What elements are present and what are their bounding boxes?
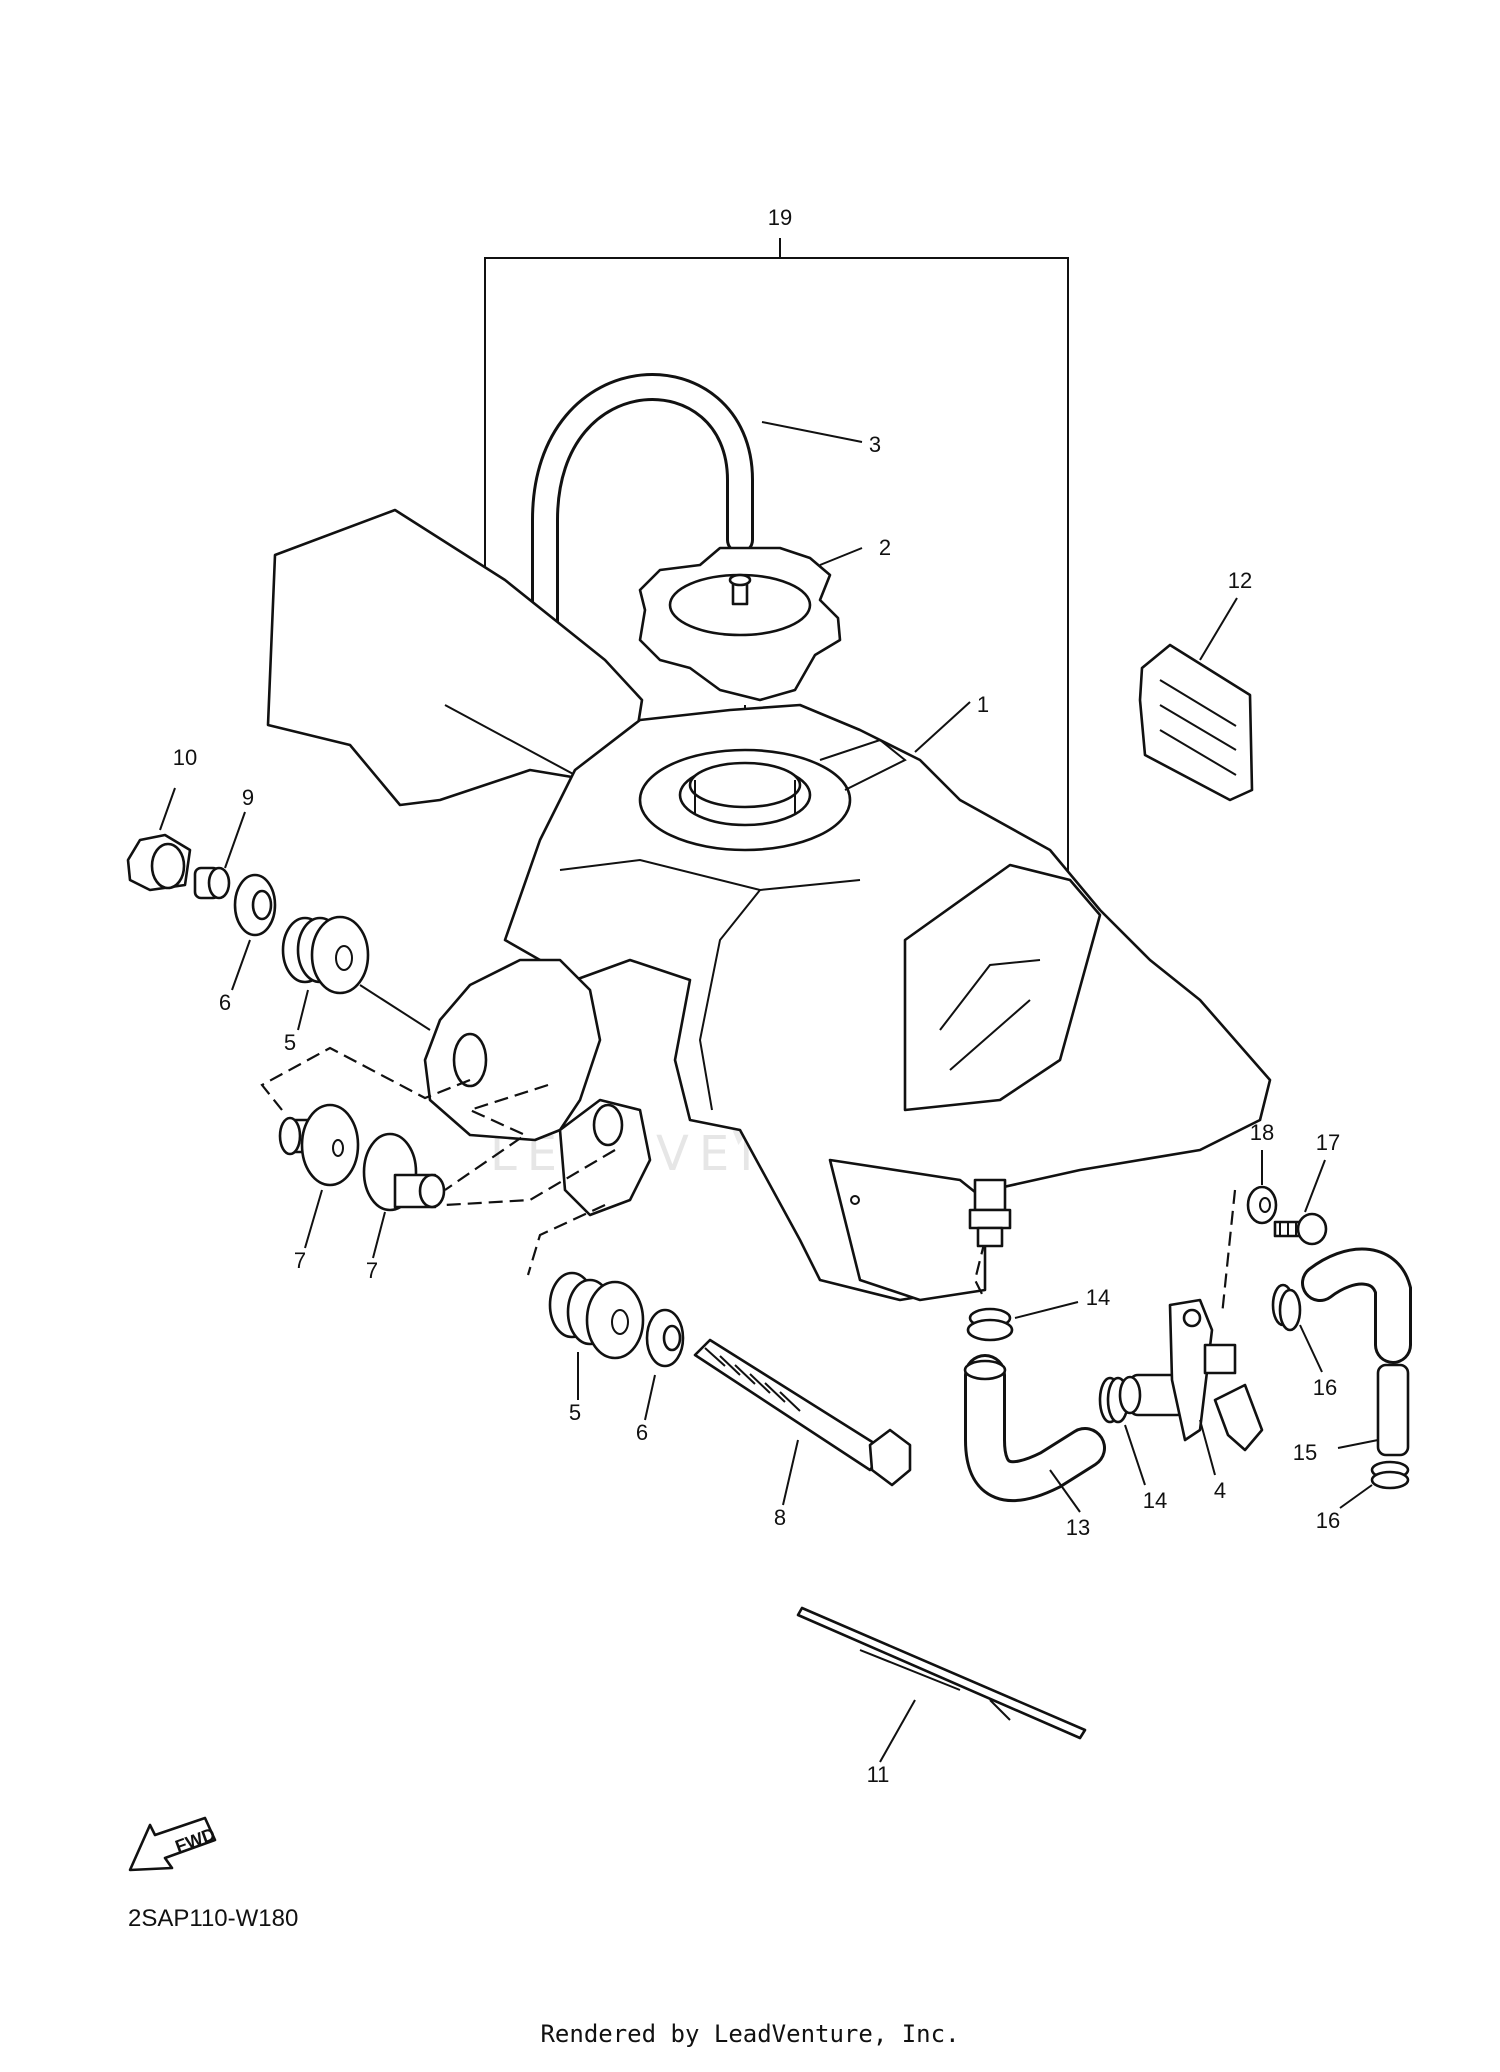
fuel-tank-1 <box>423 701 1272 1302</box>
callout-13: 13 <box>1066 1515 1090 1540</box>
fwd-arrow-icon: FWD <box>128 1816 218 1872</box>
callout-17: 17 <box>1316 1130 1340 1155</box>
breather-hose-elbow <box>1301 1247 1412 1364</box>
callout-9: 9 <box>242 785 254 810</box>
callout-5: 5 <box>569 1400 581 1425</box>
callout-6: 6 <box>636 1420 648 1445</box>
callout-6: 6 <box>219 990 231 1015</box>
diagram-code: 2SAP110-W180 <box>128 1905 299 1932</box>
callout-7: 7 <box>366 1258 378 1283</box>
callout-7: 7 <box>294 1248 306 1273</box>
callout-14: 14 <box>1086 1285 1110 1310</box>
collar-7-left <box>278 1103 360 1249</box>
grommet-5-lower <box>548 1271 645 1400</box>
callout-16: 16 <box>1313 1375 1337 1400</box>
hose-clip-16-upper <box>1271 1283 1323 1373</box>
damper-10 <box>126 787 192 892</box>
screw-17 <box>1273 1159 1328 1246</box>
rendered-by-footer: Rendered by LeadVenture, Inc. <box>540 2020 960 2048</box>
hose-clip-16-lower <box>1339 1460 1410 1509</box>
bolt-8 <box>693 1338 912 1506</box>
breather-hose-3 <box>531 373 863 679</box>
callout-11: 11 <box>867 1762 890 1787</box>
hose-15 <box>1337 1363 1410 1457</box>
fitting-tank-outlet <box>968 1178 1012 1248</box>
callout-5: 5 <box>284 1030 296 1055</box>
callout-2: 2 <box>879 535 891 560</box>
collar-7-right <box>362 1132 446 1259</box>
callout-15: 15 <box>1293 1440 1317 1465</box>
hose-clip-14-lower <box>1098 1376 1146 1486</box>
hose-clip-14-upper <box>966 1301 1079 1342</box>
kit-bracket-19 <box>484 238 1069 880</box>
fuel-cock-4 <box>1118 1298 1264 1476</box>
callout-1: 1 <box>977 692 989 717</box>
callout-19: 19 <box>768 205 792 230</box>
grommet-5-upper <box>281 915 431 1031</box>
callout-14: 14 <box>1143 1488 1167 1513</box>
washer-6-lower <box>644 1308 685 1421</box>
washer-18 <box>1246 1150 1278 1225</box>
collar-9 <box>193 811 246 900</box>
emblem-12 <box>1138 597 1254 802</box>
washer-6-upper <box>231 873 277 991</box>
callout-12: 12 <box>1228 568 1252 593</box>
fuel-cap-2 <box>638 546 863 765</box>
callout-8: 8 <box>774 1505 786 1530</box>
fuel-hose-13 <box>963 1354 1106 1513</box>
callout-4: 4 <box>1214 1478 1226 1503</box>
callout-3: 3 <box>869 432 881 457</box>
callout-16: 16 <box>1316 1508 1340 1533</box>
callout-10: 10 <box>173 745 197 770</box>
strip-11 <box>796 1606 1087 1763</box>
callout-labels: 19 3 2 12 1 10 9 6 5 7 7 18 17 14 16 5 6… <box>173 205 1340 1787</box>
callout-18: 18 <box>1250 1120 1274 1145</box>
